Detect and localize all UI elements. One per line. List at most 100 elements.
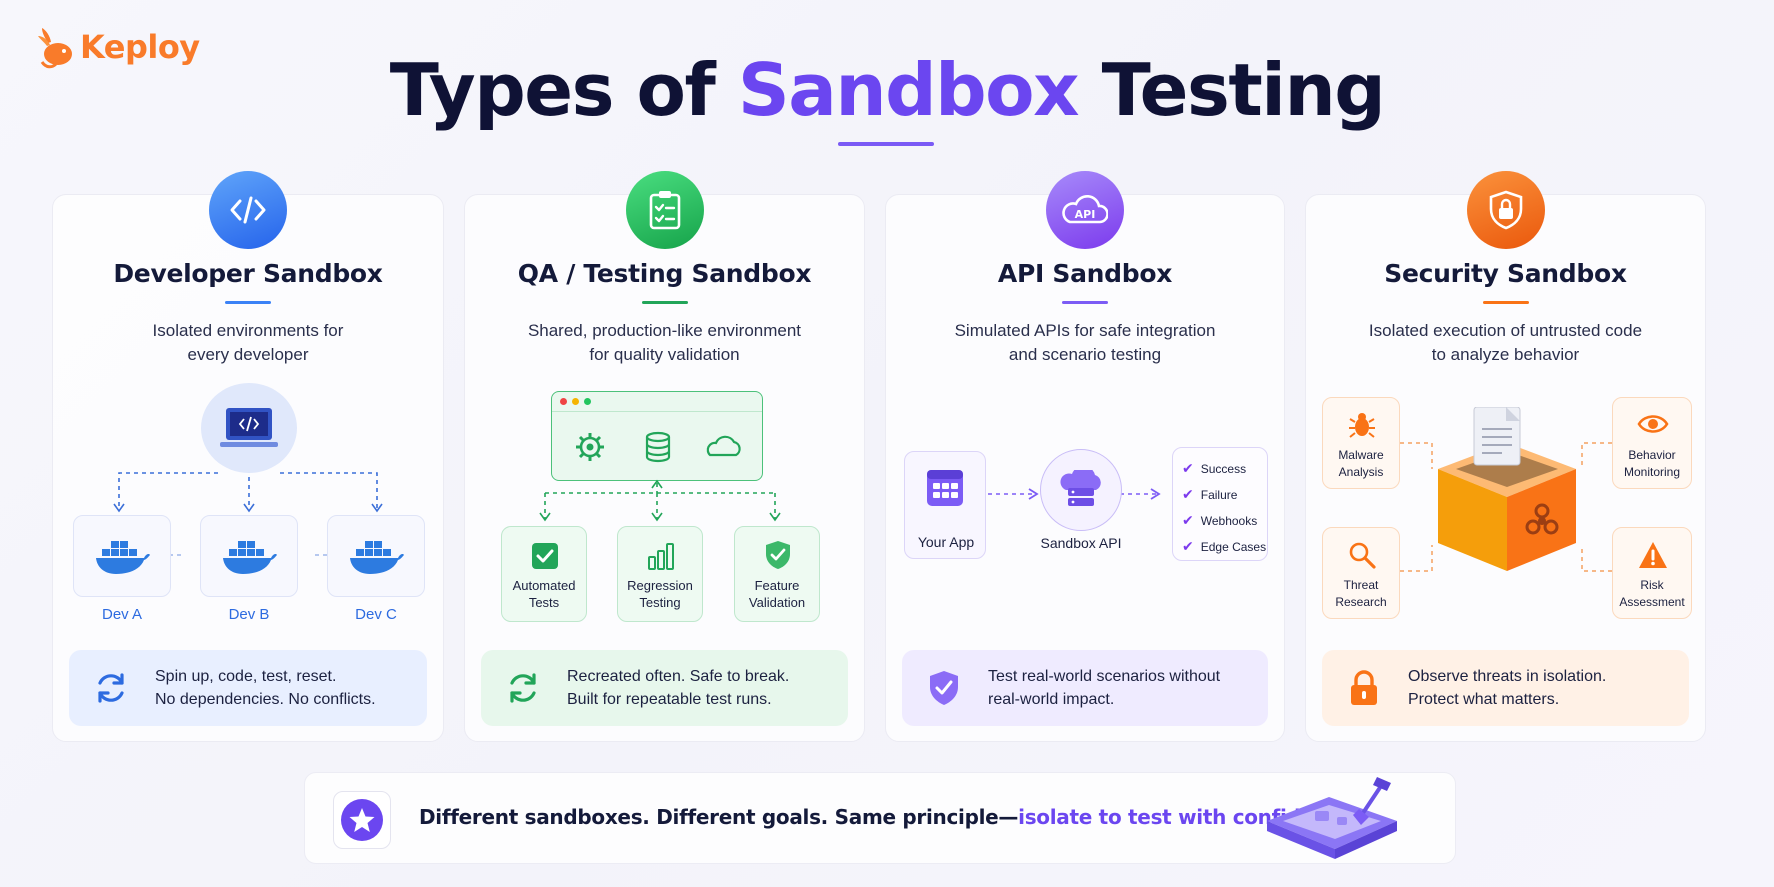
card-title: API Sandbox [997,259,1173,288]
dev-node-a [73,515,171,597]
card-title: Developer Sandbox [113,259,383,288]
cloud-server-icon [1060,470,1101,506]
environment-window [551,391,763,481]
dev-node-b [200,515,298,597]
dev-node-label: Dev A [101,606,143,623]
check-icon: ✔ [1182,538,1194,554]
eye-icon [1637,415,1669,433]
security-item-risk [1612,527,1692,619]
card-underline [641,301,688,304]
bar-chart-icon [648,543,674,570]
footer-banner: Different sandboxes. Different goals. Sa… [304,772,1456,864]
window-dot-red [560,398,567,405]
bug-icon [1349,413,1375,438]
window-dot-yellow [572,398,579,405]
callout-box: Spin up, code, test, reset.No dependenci… [69,650,427,726]
result-webhooks: ✔Webhooks [1182,512,1258,528]
gear-icon [576,433,604,461]
your-app-box: Your App [904,451,986,559]
magnifier-icon [1349,542,1376,569]
callout-text: Recreated often. Safe to break.Built for… [567,668,790,708]
callout-text: Observe threats in isolation.Protect wha… [1408,668,1607,708]
api-cloud-icon: API [1046,171,1124,249]
title-highlight: Sandbox [737,48,1080,132]
api-results-list [1172,447,1268,561]
laptop-code-icon [201,383,297,473]
brand-name: Keploy [80,28,200,66]
result-failure: ✔Failure [1182,486,1238,502]
star-badge [333,791,391,849]
lock-icon [1344,668,1384,708]
card-title: QA / Testing Sandbox [517,259,812,288]
check-icon: ✔ [1182,486,1194,502]
qa-node-feature-validation [734,526,820,622]
card-api-sandbox: API API Sandbox Simulated APIs for safe … [885,171,1285,742]
callout-box: Observe threats in isolation.Protect wha… [1322,650,1689,726]
docker-whale-icon [350,541,404,574]
result-success: ✔Success [1182,460,1247,476]
app-window-icon [927,470,963,506]
docker-whale-icon [96,541,150,574]
card-developer-sandbox: Developer Sandbox Isolated environments … [52,171,444,742]
check-icon: ✔ [1182,512,1194,528]
svg-text:API: API [1075,208,1096,221]
code-icon [209,171,287,249]
rabbit-logo-icon [38,28,72,69]
dev-node-label: Dev C [355,606,397,623]
card-underline [225,301,271,304]
card-underline [1482,301,1529,304]
security-item-malware [1322,397,1400,489]
shield-check-icon [924,668,964,708]
sandbox-shovel-icon [1267,777,1397,859]
security-item-threat [1322,527,1400,619]
checkbox-icon [532,543,558,569]
callout-text: Spin up, code, test, reset.No dependenci… [155,668,376,708]
shield-check-icon [766,541,790,569]
footer-text: Different sandboxes. Different goals. Sa… [419,805,1360,829]
sandbox-api-node [1040,449,1122,531]
refresh-icon [503,668,543,708]
page-title: Types of Sandbox Testing [0,48,1774,132]
card-security-sandbox: Security Sandbox Isolated execution of u… [1305,171,1706,742]
warning-icon [1639,542,1667,568]
title-suffix: Testing [1078,48,1386,132]
cloud-icon [706,435,741,457]
security-diagram-connectors [1400,442,1612,572]
clipboard-check-icon [625,171,704,249]
api-flow-arrows [988,488,1161,500]
qa-node-regression-testing [617,526,703,622]
star-icon [341,799,383,841]
qa-diagram-connectors [539,479,781,522]
dev-node-c [327,515,425,597]
security-item-behavior [1612,397,1692,489]
callout-box: Recreated often. Safe to break.Built for… [481,650,848,726]
card-qa-sandbox: QA / Testing Sandbox Shared, production-… [464,171,865,742]
docker-whale-icon [223,541,277,574]
database-icon [645,431,671,463]
title-prefix: Types of [389,48,738,132]
card-title: Security Sandbox [1384,259,1627,288]
window-dot-green [584,398,591,405]
result-edge-cases: ✔Edge Cases [1182,538,1267,554]
qa-node-automated-tests [501,526,587,622]
keploy-logo: Keploy [36,24,200,70]
dev-node-label: Dev B [228,606,270,623]
card-underline [1062,301,1108,304]
biohazard-box-icon [1438,407,1576,571]
your-app-label: Your App [917,534,975,550]
check-icon: ✔ [1182,460,1194,476]
title-underline [838,142,934,146]
